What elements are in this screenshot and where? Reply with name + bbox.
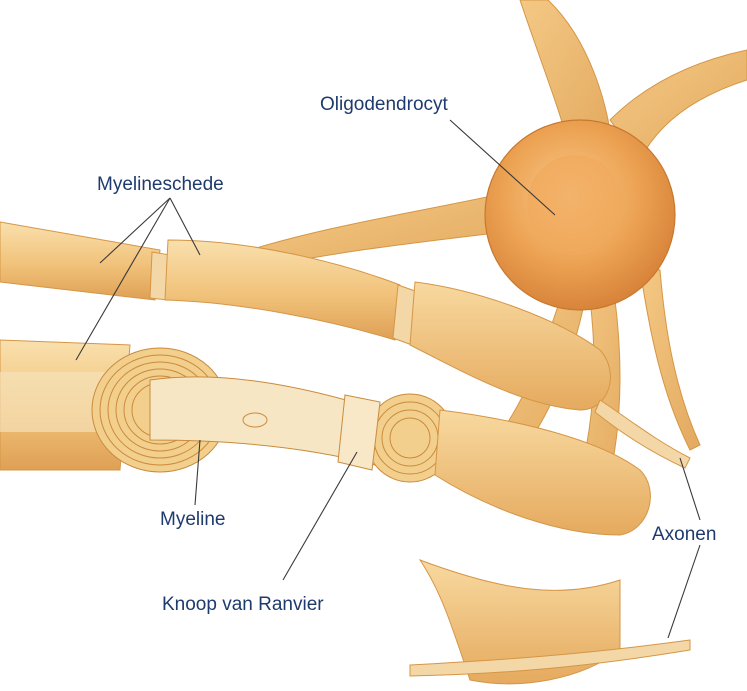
label-oligodendrocyt: Oligodendrocyt — [320, 94, 449, 115]
leader-axonen-1 — [680, 458, 700, 520]
label-knoop-van-ranvier: Knoop van Ranvier — [162, 594, 324, 615]
upper-sheath-mid — [165, 240, 400, 340]
upper-sheath-left — [0, 222, 160, 300]
label-axonen: Axonen — [652, 524, 716, 545]
label-myelineschede: Myelineschede — [97, 174, 224, 195]
label-myeline: Myeline — [160, 509, 225, 530]
oligodendrocyte-nucleus — [527, 155, 623, 255]
leader-knoop-van-ranvier — [283, 452, 357, 580]
lower-node — [338, 395, 380, 470]
process-right — [640, 270, 700, 450]
leader-axonen-2 — [668, 545, 700, 638]
